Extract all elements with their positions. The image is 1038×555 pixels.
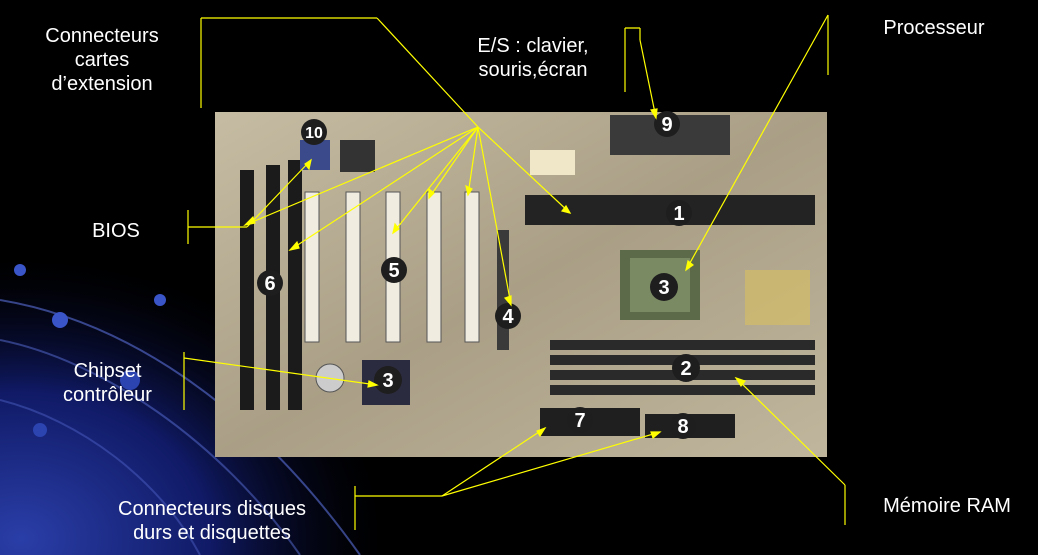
label-disks: Connecteurs disques durs et disquettes: [94, 497, 330, 545]
label-extension-slots: Connecteurs cartes d’extension: [34, 24, 170, 96]
label-line: Connecteurs disques: [118, 498, 306, 520]
label-line: E/S : clavier,: [477, 35, 589, 57]
svg-text:1: 1: [673, 203, 684, 225]
label-line: souris,écran: [478, 59, 588, 81]
svg-text:6: 6: [264, 273, 275, 295]
label-line: cartes: [74, 49, 130, 71]
svg-text:4: 4: [502, 306, 514, 328]
marker-6: 6: [257, 270, 283, 296]
marker-4: 4: [495, 303, 521, 329]
marker-10: 10: [301, 119, 327, 145]
label-line: contrôleur: [63, 384, 152, 406]
svg-text:7: 7: [574, 410, 585, 432]
marker-2: 2: [672, 354, 700, 382]
svg-text:10: 10: [305, 125, 323, 142]
label-line: durs et disquettes: [133, 522, 291, 544]
leader-lines: [183, 14, 846, 530]
svg-text:3: 3: [382, 370, 393, 392]
label-bios: BIOS: [92, 220, 140, 242]
svg-text:2: 2: [680, 358, 691, 380]
label-line: d’extension: [51, 73, 153, 95]
marker-8: 8: [670, 413, 696, 439]
marker-1: 1: [666, 200, 692, 226]
label-chipset: Chipset contrôleur: [45, 359, 170, 407]
svg-text:5: 5: [388, 260, 399, 282]
label-line: Connecteurs: [45, 25, 159, 47]
marker-3-chipset: 3: [374, 366, 402, 394]
svg-text:9: 9: [661, 114, 672, 136]
label-line: Chipset: [73, 360, 142, 382]
svg-text:8: 8: [677, 416, 688, 438]
marker-3-cpu: 3: [650, 273, 678, 301]
label-processor: Processeur: [883, 17, 985, 39]
label-io: E/S : clavier, souris,écran: [448, 34, 618, 82]
label-ram: Mémoire RAM: [883, 495, 1011, 517]
marker-5: 5: [381, 257, 407, 283]
number-markers: 1 2 3 3 4 5 6 7 8 9 10: [257, 111, 700, 439]
marker-7: 7: [567, 407, 593, 433]
svg-text:3: 3: [658, 277, 669, 299]
marker-9: 9: [654, 111, 680, 137]
